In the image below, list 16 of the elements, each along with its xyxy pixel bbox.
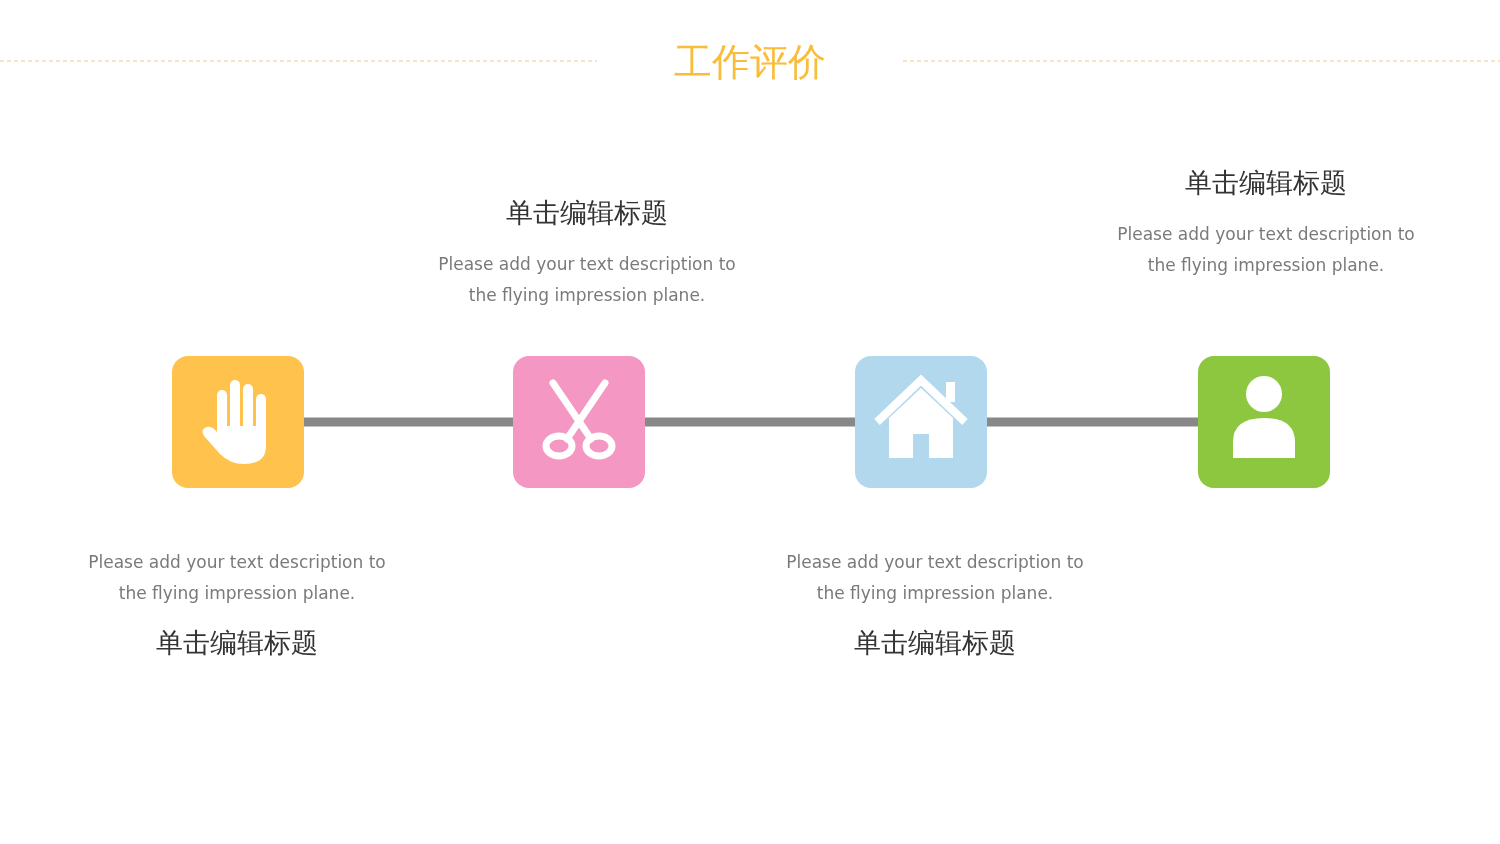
step-description: Please add your text description to the flying impression plane.	[437, 253, 737, 307]
connector-line	[987, 417, 1198, 427]
step-description: Please add your text description to the flying impression plane.	[87, 551, 387, 605]
icon-tile	[1198, 356, 1330, 488]
title: 工作评价	[674, 39, 826, 86]
step-description: Please add your text description to the flying impression plane.	[1116, 223, 1416, 277]
step-heading: 单击编辑标题	[156, 626, 318, 660]
step-heading: 单击编辑标题	[506, 196, 668, 230]
step-heading: 单击编辑标题	[1185, 166, 1347, 200]
step-heading: 单击编辑标题	[854, 626, 1016, 660]
step-description: Please add your text description to the flying impression plane.	[785, 551, 1085, 605]
connector-line	[304, 417, 513, 427]
icon-tile	[513, 356, 645, 488]
icon-tile	[855, 356, 987, 488]
connector-line	[645, 417, 855, 427]
icon-tile	[172, 356, 304, 488]
